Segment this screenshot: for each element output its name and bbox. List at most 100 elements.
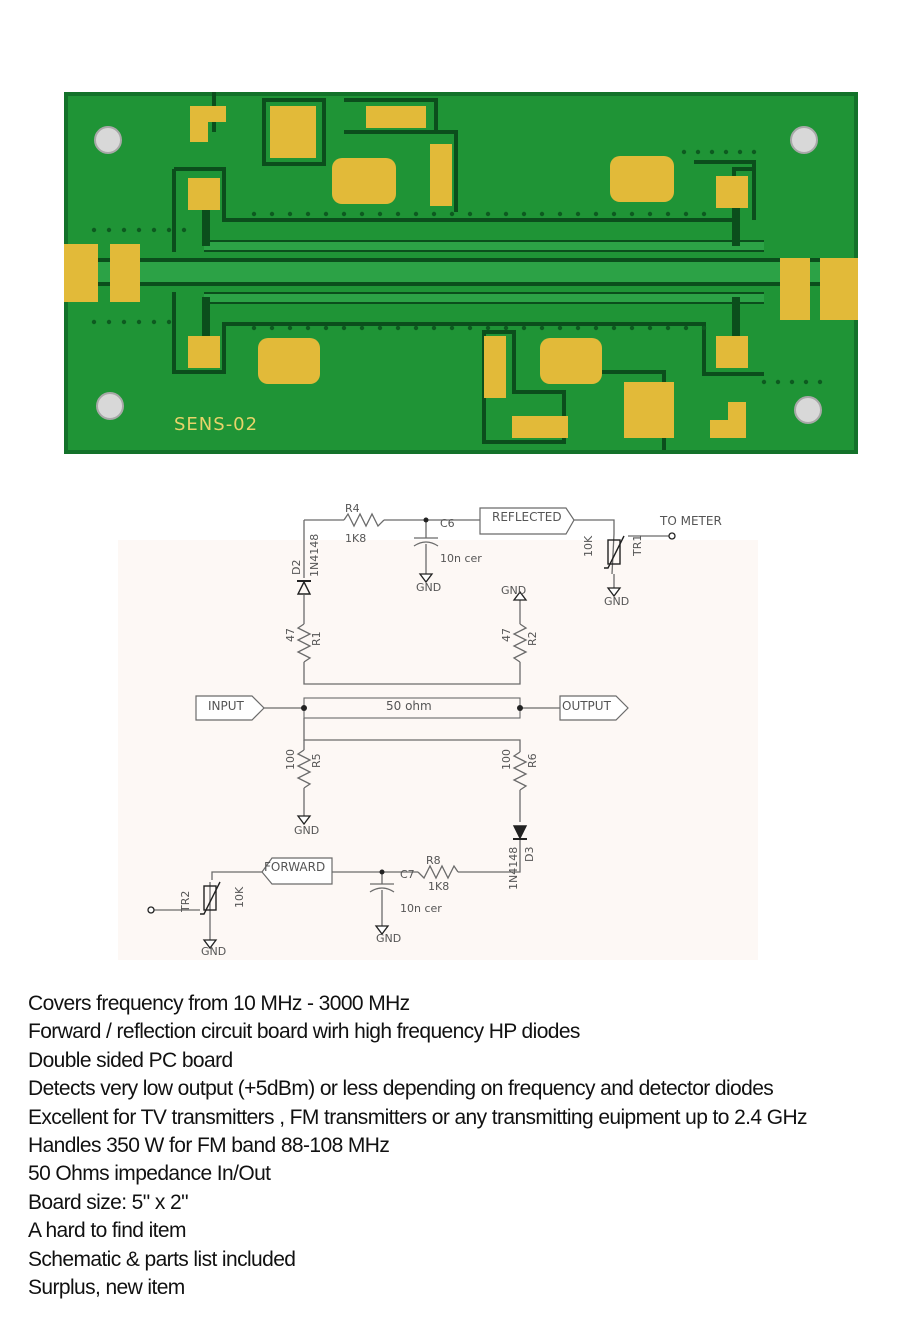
forward-port-flag: [261, 857, 333, 885]
label-gnd-r5: GND: [294, 824, 319, 837]
pcb-via: [431, 211, 437, 217]
label-tr1-value: 10K: [582, 535, 595, 557]
pcb-pad-rect-bottom: [512, 416, 568, 438]
pcb-via: [503, 325, 509, 331]
output-port-flag: [559, 695, 629, 721]
pcb-pad-l-shape-bottom: [710, 402, 746, 438]
gnd-c7: [374, 925, 390, 936]
pcb-via: [681, 149, 687, 155]
label-tr2-value: 10K: [233, 886, 246, 908]
feature-item: Excellent for TV transmitters , FM trans…: [28, 1105, 808, 1129]
pcb-via: [751, 149, 757, 155]
label-gnd-c7: GND: [376, 932, 401, 945]
pcb-via: [166, 319, 172, 325]
label-input: INPUT: [208, 699, 245, 713]
pcb-via: [737, 149, 743, 155]
pcb-vias: [91, 149, 823, 385]
pcb-board-svg: SENS-02: [64, 92, 858, 454]
pcb-via: [521, 211, 527, 217]
pcb-via: [166, 227, 172, 233]
pcb-pad-rounded-top-left: [332, 158, 396, 204]
label-50-ohm: 50 ohm: [386, 699, 432, 713]
pcb-trace-outlines: [172, 92, 764, 450]
pcb-hole-bl: [96, 392, 124, 420]
pcb-via: [789, 379, 795, 385]
pcb-via: [91, 227, 97, 233]
pcb-pad-small-br: [716, 336, 748, 368]
pcb-pad-small-tr: [716, 176, 748, 208]
pcb-via: [485, 325, 491, 331]
pcb-hole-br: [794, 396, 822, 424]
trimmer-tr1-symbol: [604, 535, 625, 569]
label-output: OUTPUT: [562, 699, 612, 713]
pcb-via: [761, 379, 767, 385]
pcb-pad-rounded-bottom-left: [258, 338, 320, 384]
pcb-stub-bl: [202, 297, 210, 341]
pcb-pad-vert-bottom: [484, 336, 506, 398]
label-r6-ref: R6: [526, 753, 539, 768]
pcb-via: [136, 319, 142, 325]
pcb-via: [723, 149, 729, 155]
pcb-via: [485, 211, 491, 217]
label-r8-value: 1K8: [428, 880, 449, 893]
pcb-via: [611, 211, 617, 217]
gnd-r2: [512, 590, 528, 601]
pcb-via: [539, 325, 545, 331]
pcb-pad-rect-top: [366, 106, 426, 128]
label-c6-value: 10n cer: [440, 552, 482, 565]
pcb-via: [503, 211, 509, 217]
pcb-silkscreen-label: SENS-02: [174, 414, 258, 435]
pcb-via: [151, 319, 157, 325]
pcb-via: [775, 379, 781, 385]
label-r1-value: 47: [284, 628, 297, 642]
pcb-pad-input: [110, 244, 140, 302]
pcb-via: [341, 211, 347, 217]
pcb-via: [91, 319, 97, 325]
pcb-coupled-line-bottom: [204, 294, 764, 302]
pcb-via: [341, 325, 347, 331]
pcb-main-line: [94, 262, 824, 282]
label-d3-ref: D3: [523, 847, 536, 862]
pcb-pad-output: [780, 258, 810, 320]
label-c6-ref: C6: [440, 517, 455, 530]
diode-d3-symbol: [512, 825, 528, 840]
pcb-via: [629, 325, 635, 331]
pcb-via: [575, 211, 581, 217]
label-tr1-ref: TR1: [631, 535, 644, 557]
schematic-background: [118, 540, 758, 960]
to-meter-terminal: [668, 532, 676, 540]
feature-item: 50 Ohms impedance In/Out: [28, 1162, 271, 1186]
pcb-via: [467, 325, 473, 331]
pcb-pad-small-bl: [188, 336, 220, 368]
gnd-tr2: [202, 939, 218, 950]
pcb-via: [701, 211, 707, 217]
pcb-via: [323, 325, 329, 331]
pcb-via: [377, 325, 383, 331]
reflected-port-flag: [479, 507, 575, 535]
pcb-via: [665, 325, 671, 331]
pcb-via: [305, 211, 311, 217]
feature-item: Double sided PC board: [28, 1048, 233, 1072]
label-gnd-c6: GND: [416, 581, 441, 594]
label-to-meter: TO METER: [659, 514, 722, 528]
pcb-mounting-holes: [94, 126, 822, 424]
pcb-via: [557, 211, 563, 217]
pcb-stub-tl: [202, 202, 210, 246]
pcb-via: [557, 325, 563, 331]
pcb-via: [287, 325, 293, 331]
pcb-stub-tr: [732, 202, 740, 246]
feature-list: Covers frequency from 10 MHz - 3000 MHz …: [28, 990, 898, 1302]
junction-output: [517, 705, 523, 711]
label-r5-ref: R5: [310, 753, 323, 768]
feature-item: Covers frequency from 10 MHz - 3000 MHz: [28, 992, 410, 1015]
label-c7-value: 10n cer: [400, 902, 442, 915]
pcb-via: [647, 325, 653, 331]
pcb-via: [683, 211, 689, 217]
pcb-via: [377, 211, 383, 217]
pcb-via: [359, 211, 365, 217]
pcb-pad-input-edge: [64, 244, 98, 302]
label-tr2-ref: TR2: [179, 891, 192, 913]
label-d2-part: 1N4148: [308, 534, 321, 577]
port-flags: [195, 507, 629, 885]
pcb-pad-square-top: [270, 106, 316, 158]
